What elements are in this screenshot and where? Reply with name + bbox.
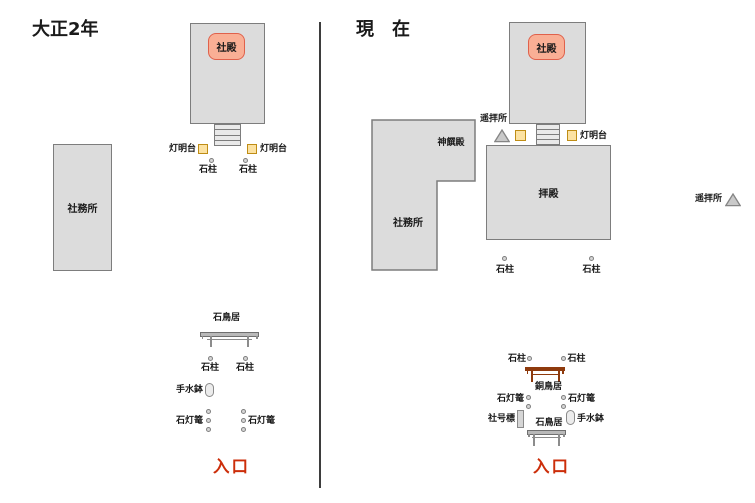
right-ishidoro-dot (526, 403, 531, 409)
left-ishidoro-dot (240, 418, 246, 423)
left-lamp-square-left (198, 144, 208, 154)
right-ishidoro-dot (561, 395, 566, 400)
right-yohaisho-label-top: 遥拝所 (480, 113, 508, 124)
left-ishidoro-dot (205, 409, 211, 414)
left-sekichu-label: 石柱 (239, 165, 258, 175)
right-shamusho-label: 社務所 (393, 218, 423, 229)
left-shaden-label-box: 社殿 (208, 33, 245, 60)
left-sekichu-dot (243, 157, 248, 163)
right-ishidoro-label-right: 石灯篭 (568, 393, 596, 404)
right-sekichu-dot (560, 356, 566, 361)
left-sekichu-dot (209, 157, 214, 163)
right-sekichu-dot (589, 255, 594, 261)
right-lamp-square-right (566, 130, 577, 141)
right-copper-torii (525, 367, 565, 382)
right-shinsenden-label: 神饌殿 (437, 138, 465, 148)
left-chozubachi-label: 手水鉢 (175, 384, 203, 395)
left-sekichu-label: 石柱 (199, 165, 218, 175)
panel-divider (319, 22, 321, 488)
left-stone-torii (200, 332, 259, 347)
right-ishidoro-label-left: 石灯篭 (496, 393, 524, 404)
right-panel-title: 現 在 (356, 19, 410, 40)
left-sekichu-label: 石柱 (236, 362, 255, 373)
right-shagohyo-post (516, 409, 524, 428)
right-haiden-label: 拝殿 (538, 189, 559, 200)
left-tomyodai-label-left: 灯明台 (168, 143, 196, 154)
right-sekichu-label: 石柱 (582, 264, 601, 275)
left-panel-title: 大正2年 (32, 19, 99, 40)
left-ishidorii-label: 石鳥居 (213, 312, 241, 323)
right-shaden-label: 社殿 (536, 43, 557, 55)
left-shaden-label: 社殿 (216, 43, 237, 54)
right-shaden-label-box: 社殿 (528, 34, 565, 60)
left-entrance-label: 入口 (213, 457, 250, 476)
left-ishidoro-dot (205, 427, 211, 432)
left-sekichu-dot (243, 356, 248, 361)
right-shaden-steps (536, 124, 560, 145)
right-shinsenden-shamusho-building (371, 119, 476, 271)
right-chozubachi-basin (565, 410, 575, 425)
left-ishidoro-dot (240, 427, 246, 432)
right-entrance-label: 入口 (533, 457, 570, 476)
right-sekichu-dot (527, 356, 532, 361)
right-sekichu-label: 石柱 (507, 353, 526, 364)
left-ishidoro-label-right: 石灯篭 (248, 416, 276, 426)
right-sekichu-dot (502, 255, 507, 261)
left-sekichu-label: 石柱 (201, 362, 220, 373)
right-sekichu-label: 石柱 (567, 353, 586, 364)
right-yohaisho-triangle-far (725, 192, 741, 206)
right-ishidorii-label: 石鳥居 (535, 417, 563, 428)
right-dodorii-label: 銅鳥居 (535, 381, 563, 392)
right-chozubachi-label: 手水鉢 (577, 413, 605, 424)
left-shamusho-building: 社務所 (53, 144, 112, 271)
right-haiden-building: 拝殿 (486, 145, 611, 240)
left-shamusho-label: 社務所 (67, 204, 98, 215)
right-tomyodai-label: 灯明台 (580, 130, 608, 141)
left-chozubachi-basin (204, 383, 214, 397)
left-shaden-steps (214, 124, 241, 146)
left-ishidoro-label-left: 石灯篭 (175, 416, 203, 426)
left-ishidoro-dot (240, 409, 246, 414)
right-ishidoro-dot (561, 403, 566, 409)
left-tomyodai-label-right: 灯明台 (260, 143, 288, 154)
left-ishidoro-dot (205, 418, 211, 423)
right-yohaisho-triangle-top (493, 128, 510, 142)
left-sekichu-dot (208, 356, 213, 361)
right-ishidoro-dot (526, 395, 531, 400)
right-lamp-square-left (515, 130, 526, 141)
left-lamp-square-right (247, 144, 257, 154)
right-shagohyo-label: 社号標 (487, 413, 515, 424)
right-yohaisho-label-far: 遥拝所 (694, 194, 722, 204)
right-sekichu-label: 石柱 (496, 264, 515, 275)
right-stone-torii (526, 430, 566, 446)
